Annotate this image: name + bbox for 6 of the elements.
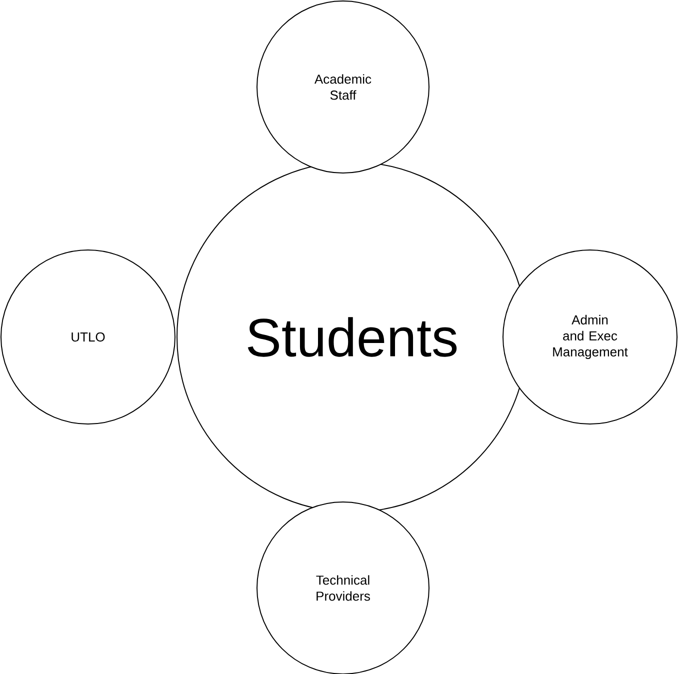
circle-node: Academic Staff [256, 0, 430, 174]
circle-node: Admin and Exec Management [502, 249, 678, 424]
circle-node: UTLO [0, 249, 176, 424]
node-label: Technical Providers [316, 575, 370, 601]
node-label: Admin and Exec Management [553, 314, 628, 360]
circle-node: Technical Providers [256, 501, 430, 674]
